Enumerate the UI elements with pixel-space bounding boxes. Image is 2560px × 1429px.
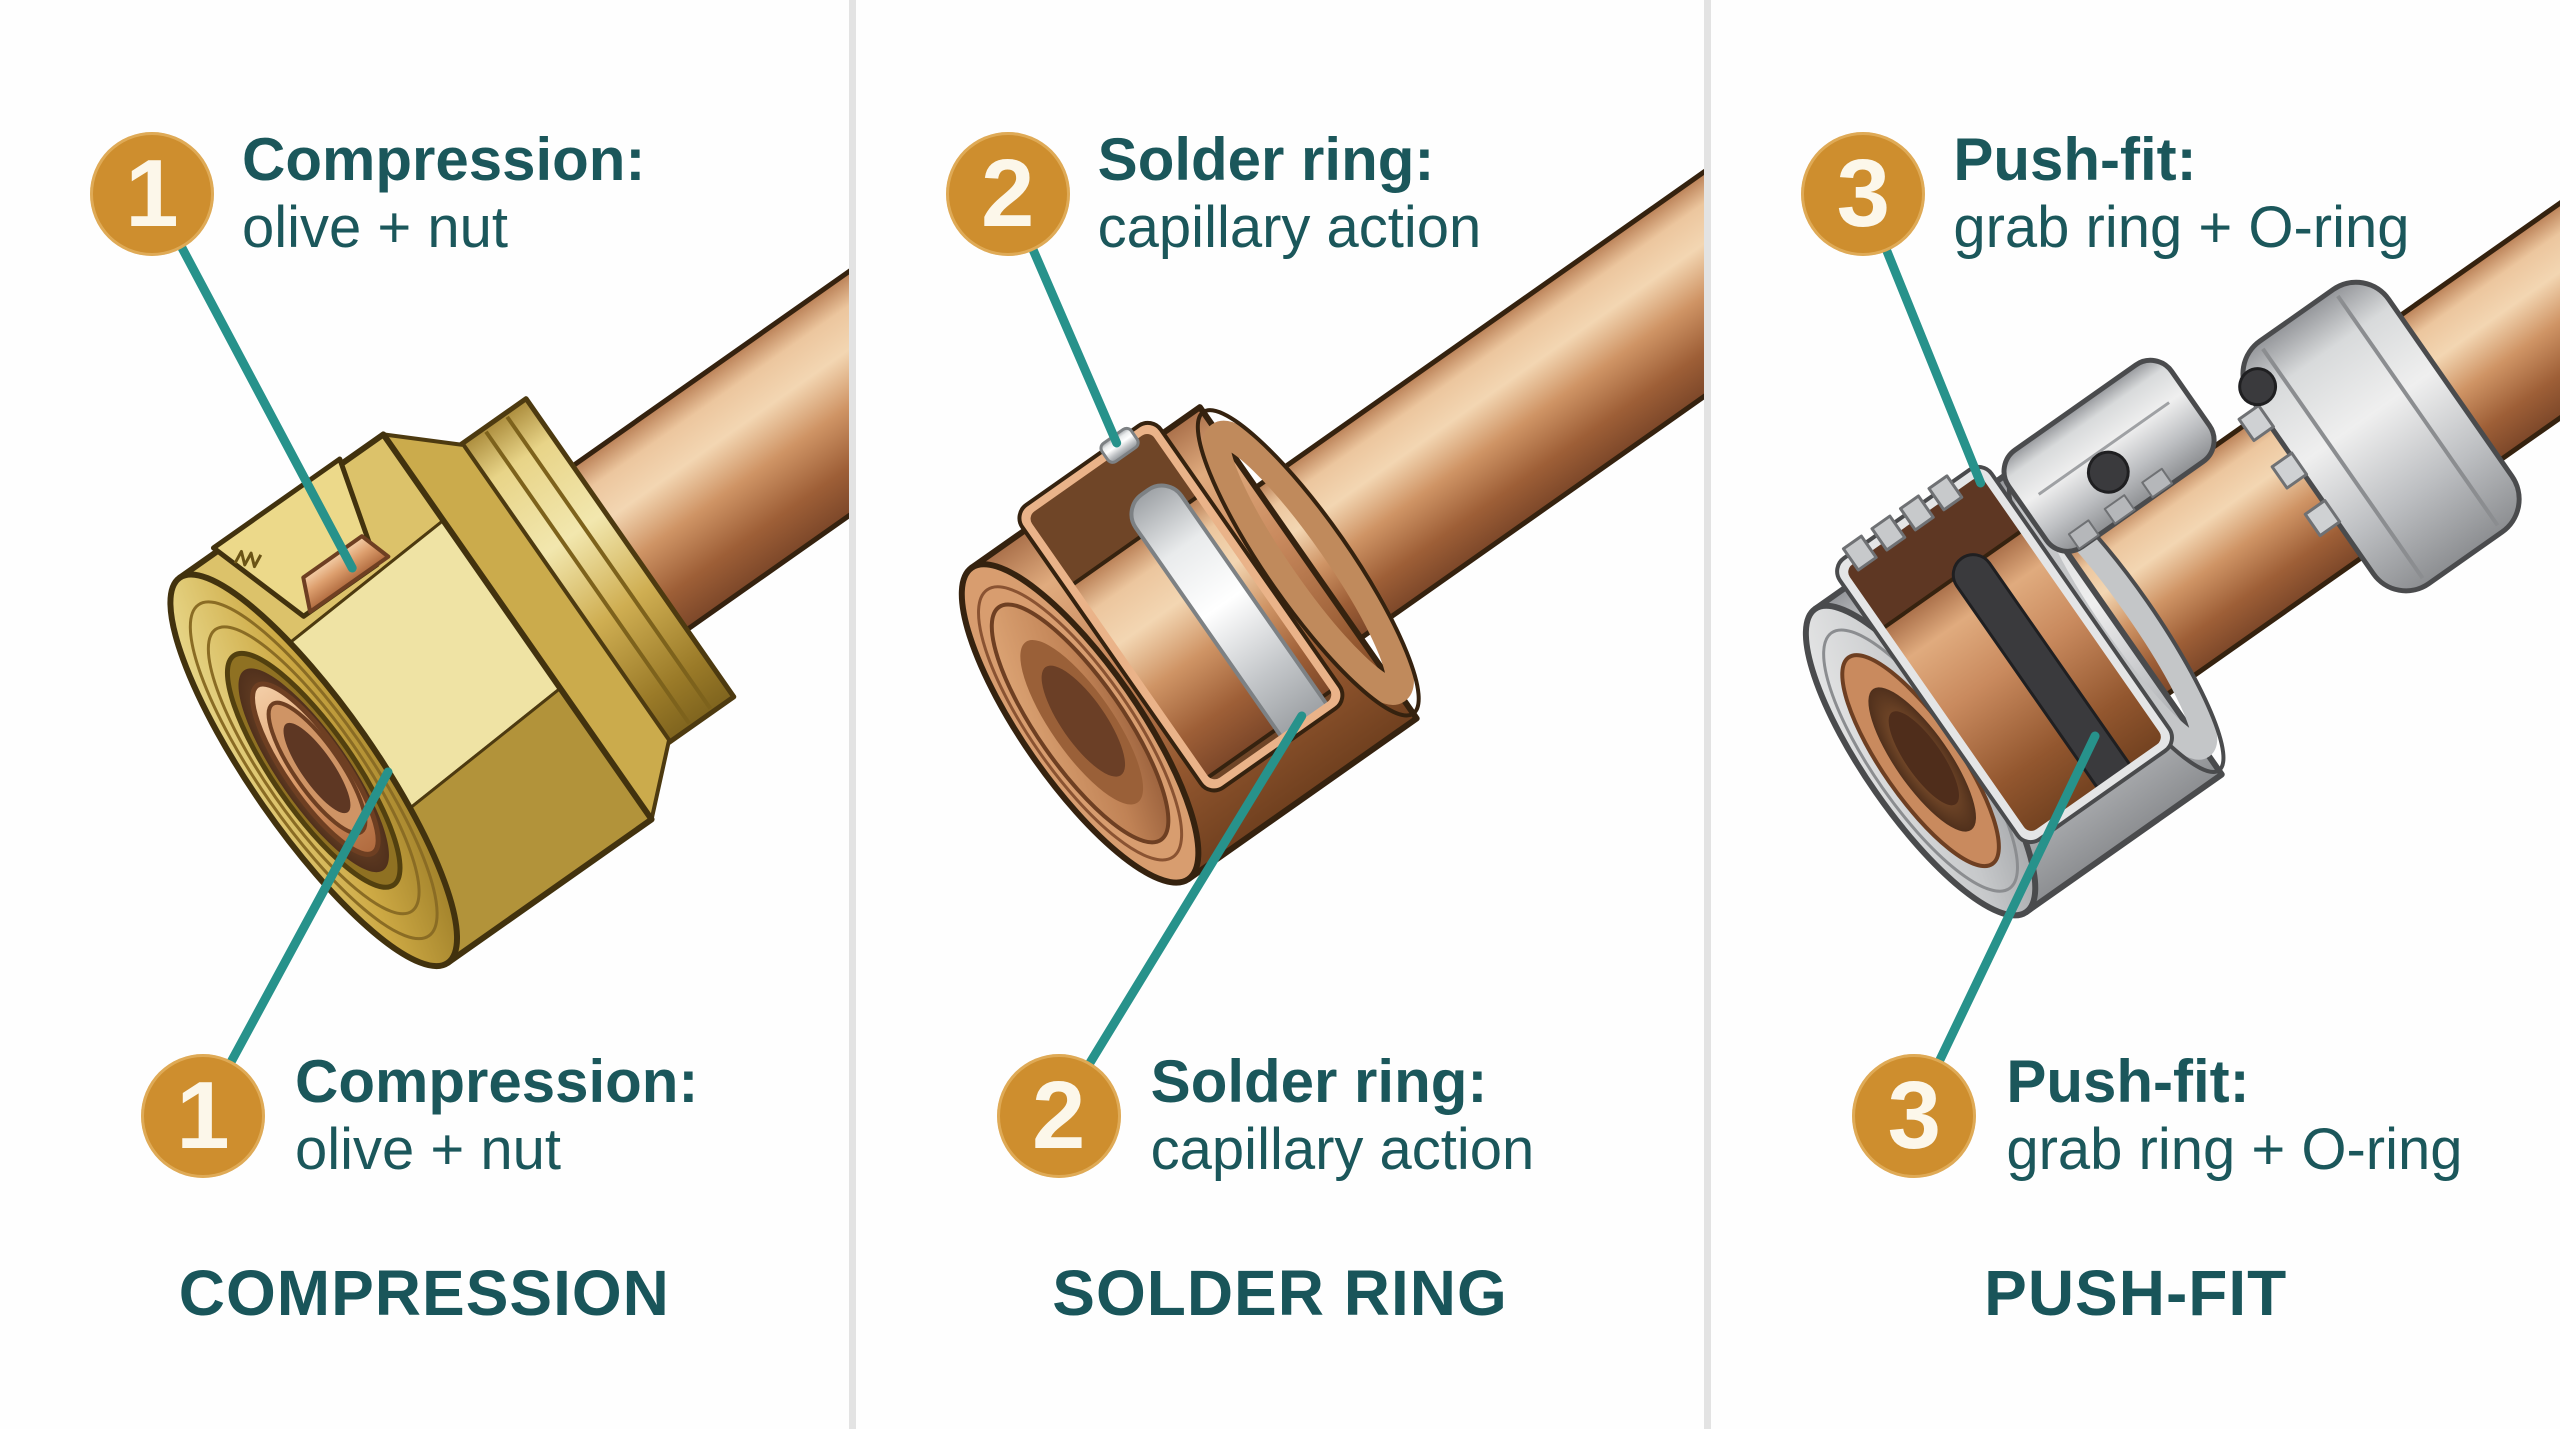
panel-compression: 1 Compression: olive + nut 1 Compression…	[0, 0, 849, 1429]
panel-title-solder-ring: SOLDER RING	[1052, 1257, 1508, 1329]
step-badge: 3	[1801, 132, 1926, 256]
compression-fitting-illustration	[146, 169, 849, 1117]
callout-subtitle: grab ring + O-ring	[2006, 1117, 2463, 1182]
callout-subtitle: olive + nut	[295, 1117, 562, 1182]
callout-solder-top: 2 Solder ring: capillary action	[945, 126, 1482, 262]
callout-title: Push-fit:	[2006, 1048, 2250, 1115]
callout-compression-top: 1 Compression: olive + nut	[90, 126, 645, 262]
cutaway-window	[1017, 420, 1345, 793]
callout-pushfit-bottom: 3 Push-fit: grab ring + O-ring	[1852, 1048, 2463, 1184]
callout-title: Push-fit:	[1953, 126, 2197, 193]
demount-cap	[2001, 357, 2217, 554]
callout-subtitle: capillary action	[1150, 1117, 1535, 1182]
push-fit-fitting-illustration	[1803, 158, 2560, 1117]
panel-title-compression: COMPRESSION	[178, 1257, 670, 1329]
step-badge: 2	[996, 1054, 1121, 1178]
callout-title: Solder ring:	[1150, 1048, 1488, 1115]
leader-lines	[146, 185, 393, 1117]
callout-compression-bottom: 1 Compression: olive + nut	[141, 1048, 698, 1184]
right-collar	[2237, 279, 2522, 594]
panel-push-fit: 3 Push-fit: grab ring + O-ring 3 Push-fi…	[1711, 0, 2560, 1429]
cutaway-notch	[210, 456, 391, 619]
grab-ring-teeth	[1842, 474, 1964, 572]
o-ring-cross-section	[2238, 367, 2278, 407]
panel-divider	[848, 0, 856, 1429]
panel-solder-ring: 2 Solder ring: capillary action 2 Solder…	[855, 0, 1705, 1429]
o-ring-cross-section	[2087, 450, 2131, 494]
callout-subtitle: capillary action	[1097, 195, 1482, 260]
cutaway-window	[1835, 464, 2175, 845]
solder-ring-fitting-illustration	[958, 112, 1705, 1117]
callout-title: Solder ring:	[1097, 126, 1435, 193]
callout-solder-bottom: 2 Solder ring: capillary action	[996, 1048, 1535, 1184]
panel-title-push-fit: PUSH-FIT	[1984, 1257, 2288, 1329]
callout-title: Compression:	[242, 126, 646, 193]
step-badge: 2	[945, 132, 1070, 256]
callout-subtitle: grab ring + O-ring	[1953, 195, 2410, 260]
step-badge: 1	[90, 132, 214, 256]
step-badge: 3	[1852, 1054, 1977, 1178]
step-badge: 1	[141, 1054, 265, 1178]
callout-title: Compression:	[295, 1048, 699, 1115]
olive-ring	[250, 681, 381, 857]
callout-subtitle: olive + nut	[242, 195, 509, 260]
panel-divider	[1704, 0, 1712, 1429]
callout-pushfit-top: 3 Push-fit: grab ring + O-ring	[1801, 126, 2410, 262]
